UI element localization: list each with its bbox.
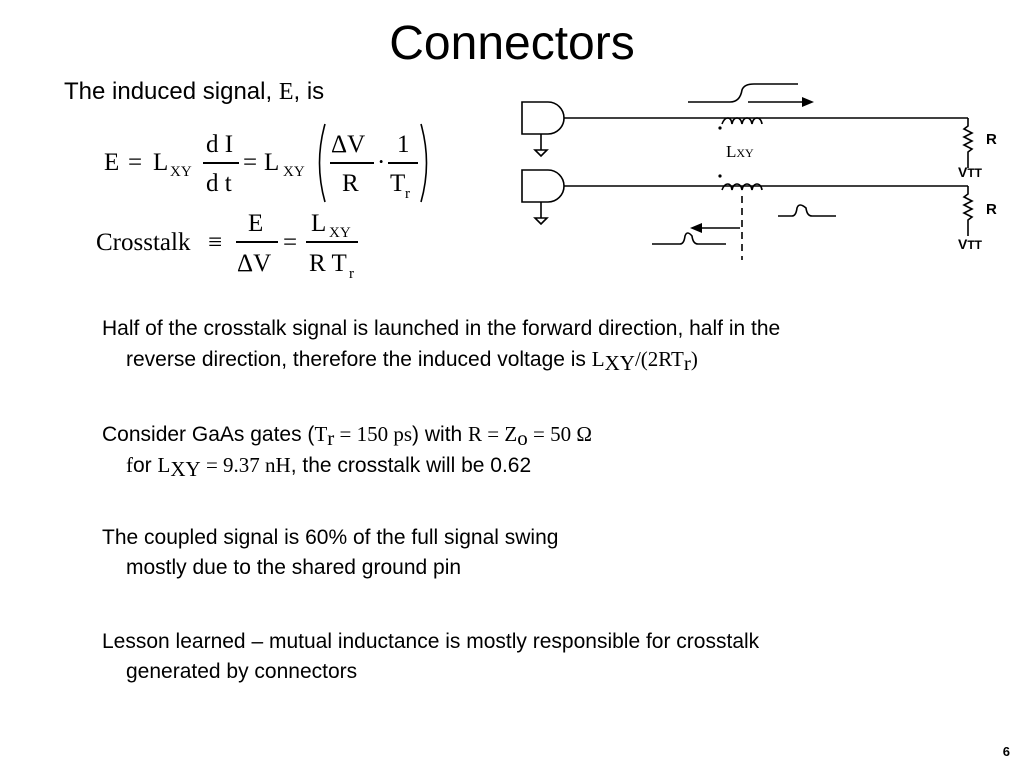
bullet3-line2: mostly due to the shared ground pin	[126, 556, 462, 579]
inductor-label-sub: XY	[736, 146, 754, 160]
intro-symbol: E	[278, 79, 294, 105]
inductor-top-icon	[721, 117, 763, 125]
bullet1-line2-text: reverse direction, therefore the induced…	[126, 348, 592, 371]
eq1-left-paren	[318, 123, 326, 203]
vtt-bottom-main: V	[958, 236, 968, 252]
bullet2-math-937nH: = 9.37 nH	[200, 453, 291, 477]
eq1-dot: ·	[377, 149, 386, 176]
eq1-equals-2: =	[243, 149, 258, 176]
intro-after: , is	[293, 78, 325, 105]
bullet2-line1: Consider GaAs gates (Tr = 150 ps) with R…	[102, 419, 592, 450]
resistor-label-bottom: R	[986, 201, 997, 218]
resistor-label-top: R	[986, 131, 997, 148]
eq2-sub-xy: XY	[329, 225, 351, 241]
bullet2-text-4: , the crosstalk will be 0.62	[290, 454, 532, 477]
eq2-denominator-deltaV: ΔV	[237, 250, 272, 277]
eq2-equals: =	[283, 229, 298, 256]
vtt-label-bottom: VTT	[958, 236, 982, 253]
bullet2-math-L: L	[157, 453, 171, 477]
bullet-forward-reverse: Half of the crosstalk signal is launched…	[102, 314, 780, 375]
eq1-numerator-deltaV: ΔV	[331, 131, 366, 158]
bullet1-math-sub-xy: XY	[604, 351, 635, 375]
eq2-fraction-bar-2	[306, 241, 358, 243]
eq1-denominator-dt: d t	[206, 170, 232, 197]
resistor-top-icon	[962, 118, 974, 168]
bullet1-math-L: L	[591, 347, 605, 371]
vtt-label-top: VTT	[958, 164, 982, 181]
bullet2-math-RZ: R = Z	[468, 422, 518, 446]
forward-pulse-waveform	[688, 83, 798, 103]
driver-gate-top-icon	[521, 101, 565, 135]
bullet2-math-150ps: = 150 ps	[334, 422, 413, 446]
vtt-top-sub: TT	[967, 166, 983, 180]
bullet2-line2: for LXY = 9.37 nH, the crosstalk will be…	[102, 450, 592, 481]
eq1-denominator-R: R	[342, 170, 359, 197]
eq1-fraction-bar-2	[330, 162, 374, 164]
inductor-label-main: L	[726, 142, 737, 161]
bullet2-math-sub-xy: XY	[170, 457, 201, 481]
eq1-sub-xy-2: XY	[283, 164, 305, 180]
equation-crosstalk: Crosstalk ≡ E ΔV = L XY R T r	[0, 0, 500, 290]
eq2-sub-r: r	[349, 266, 354, 282]
eq1-numerator-dI: d I	[206, 131, 234, 158]
bullet3-line1: The coupled signal is 60% of the full si…	[102, 526, 559, 549]
bullet1-math-2RT: /(2RT	[634, 347, 684, 371]
bullet-coupled-signal: The coupled signal is 60% of the full si…	[102, 523, 558, 583]
eq1-sub-r: r	[405, 186, 410, 202]
bullet2-math-sub-o: o	[517, 426, 528, 450]
eq1-fraction-bar-1	[203, 162, 239, 164]
intro-before: The induced signal,	[64, 78, 279, 105]
forward-crosstalk-waveform	[778, 204, 836, 217]
bullet1-math-sub-r: r	[683, 351, 691, 375]
bullet2-math-sub-r: r	[327, 426, 335, 450]
bullet4-line2: generated by connectors	[126, 660, 358, 683]
bullet2-math-50ohm: = 50 Ω	[527, 422, 592, 446]
bullet2-text-2: ) with	[412, 423, 469, 446]
eq1-denominator-T: T	[390, 170, 406, 197]
bullet2-math-T: T	[314, 422, 328, 446]
bullet2-math-f: f	[126, 453, 133, 477]
eq1-right-paren	[420, 123, 428, 203]
bullet2-text-1: Consider GaAs gates (	[102, 423, 315, 446]
bullet2-text-3: or	[133, 454, 158, 477]
bullet4-line1: Lesson learned – mutual inductance is mo…	[102, 630, 760, 653]
eq2-fraction-bar-1	[236, 241, 278, 243]
eq2-equiv: ≡	[208, 229, 223, 256]
eq2-crosstalk-label: Crosstalk	[96, 229, 191, 256]
driver-gate-bottom-icon	[521, 169, 565, 203]
backward-crosstalk-waveform	[652, 232, 726, 245]
inductor-label: LXY	[726, 143, 754, 162]
eq1-numerator-1: 1	[397, 131, 410, 158]
crosstalk-circuit-diagram	[521, 83, 974, 260]
eq1-L-2: L	[264, 149, 280, 176]
bullet-lesson-learned: Lesson learned – mutual inductance is mo…	[102, 627, 759, 687]
inductor-bottom-icon	[721, 183, 763, 191]
vtt-bottom-sub: TT	[967, 238, 983, 252]
eq1-sub-xy-1: XY	[170, 164, 192, 180]
page-number: 6	[1002, 744, 1010, 759]
resistor-bottom-icon	[962, 186, 974, 236]
bullet1-line1: Half of the crosstalk signal is launched…	[102, 317, 781, 340]
eq2-denominator-RT: R T	[309, 250, 347, 277]
eq1-lhs: E	[104, 149, 120, 176]
intro-text: The induced signal, E, is	[64, 76, 324, 108]
eq2-numerator-L: L	[311, 210, 327, 237]
vtt-top-main: V	[958, 164, 968, 180]
eq2-numerator-E: E	[248, 210, 264, 237]
bullet1-math-close: )	[690, 347, 698, 371]
equation-induced-signal: E = L XY d I d t = L XY ΔV R · 1 T r	[0, 0, 500, 220]
bullet-gaas-example: Consider GaAs gates (Tr = 150 ps) with R…	[102, 419, 592, 481]
eq1-L-1: L	[153, 149, 169, 176]
eq1-equals-1: =	[128, 149, 143, 176]
bullet1-line2: reverse direction, therefore the induced…	[102, 344, 780, 375]
slide-title: Connectors	[389, 17, 635, 70]
eq1-fraction-bar-3	[388, 162, 418, 164]
